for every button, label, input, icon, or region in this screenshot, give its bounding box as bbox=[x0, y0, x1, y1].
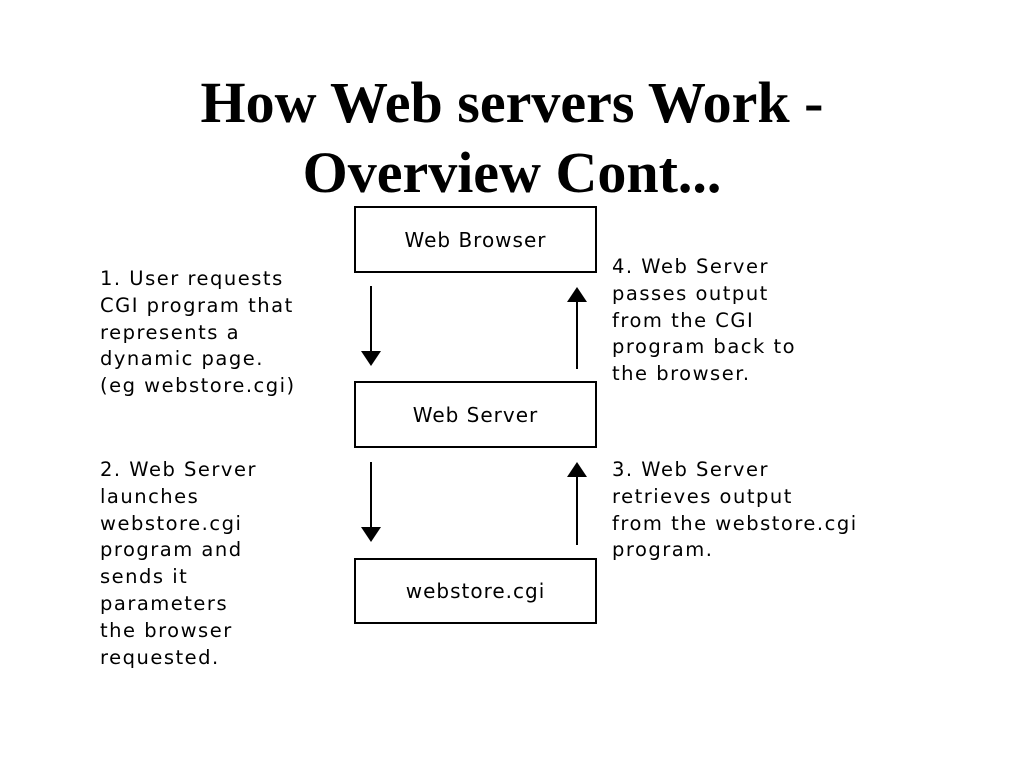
step-4-note: 4. Web Server passes output from the CGI… bbox=[612, 255, 797, 386]
step-1-note: 1. User requests CGI program that repres… bbox=[100, 267, 296, 398]
title-line-2: Overview Cont... bbox=[302, 140, 722, 205]
webstore-cgi-box: webstore.cgi bbox=[354, 558, 597, 624]
slide-title: How Web servers Work - Overview Cont... bbox=[0, 68, 1024, 208]
arrow-server-to-browser bbox=[567, 287, 587, 369]
web-browser-label: Web Browser bbox=[404, 227, 547, 252]
step-2-note: 2. Web Server launches webstore.cgi prog… bbox=[100, 458, 257, 669]
web-server-label: Web Server bbox=[412, 402, 539, 427]
step-3-note: 3. Web Server retrieves output from the … bbox=[612, 458, 858, 562]
title-line-1: How Web servers Work - bbox=[200, 70, 824, 135]
webstore-cgi-label: webstore.cgi bbox=[405, 579, 546, 603]
arrow-cgi-to-server bbox=[567, 462, 587, 545]
arrow-browser-to-server bbox=[361, 286, 381, 366]
web-server-box: Web Server bbox=[354, 381, 597, 448]
web-browser-box: Web Browser bbox=[354, 206, 597, 273]
arrow-server-to-cgi bbox=[361, 462, 381, 542]
